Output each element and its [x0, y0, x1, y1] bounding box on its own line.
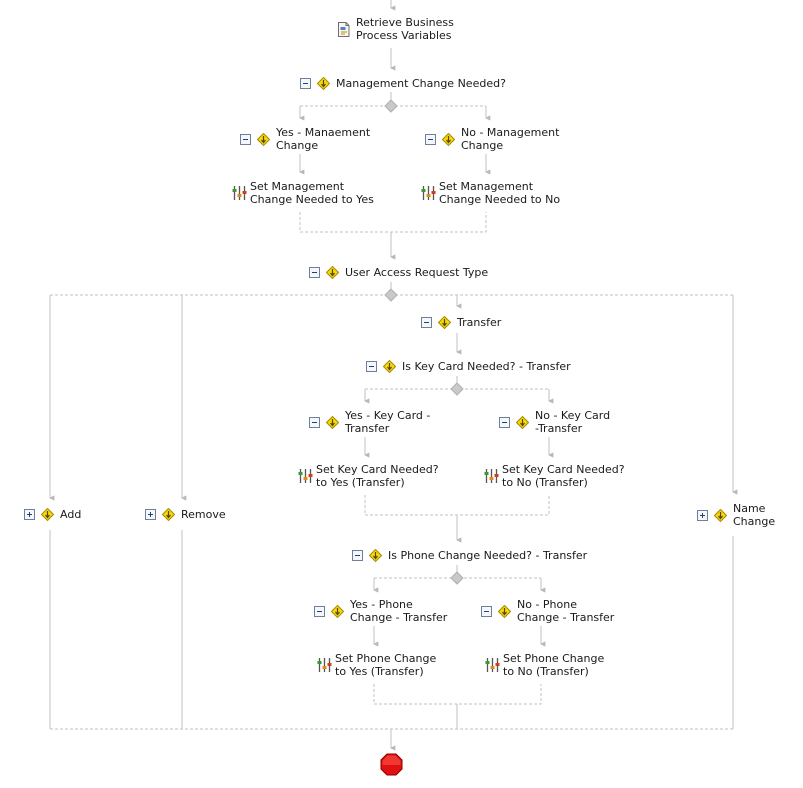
- phone-split-junction: [450, 571, 464, 585]
- set-variable-icon: [317, 658, 332, 672]
- decision-diamond-icon: [438, 316, 451, 329]
- set-key-card-no-label: Set Key Card Needed? to No (Transfer): [502, 463, 625, 489]
- key-card-yes-branch[interactable]: Yes - Key Card - Transfer: [309, 409, 430, 435]
- set-variable-icon: [232, 186, 247, 200]
- decision-diamond-icon: [326, 266, 339, 279]
- transfer-branch[interactable]: Transfer: [421, 316, 501, 329]
- phone-change-decision[interactable]: Is Phone Change Needed? - Transfer: [352, 549, 587, 562]
- collapse-minus-icon[interactable]: [425, 133, 436, 145]
- collapse-minus-icon[interactable]: [421, 317, 432, 328]
- decision-diamond-icon: [41, 508, 54, 521]
- set-variable-icon: [485, 658, 500, 672]
- key-card-yes-label: Yes - Key Card - Transfer: [345, 409, 431, 435]
- set-management-no-label: Set Management Change Needed to No: [439, 180, 561, 206]
- collapse-minus-icon[interactable]: [499, 416, 510, 428]
- key-card-label: Is Key Card Needed? - Transfer: [402, 360, 571, 373]
- management-change-decision[interactable]: Management Change Needed?: [300, 77, 506, 90]
- phone-yes-branch[interactable]: Yes - Phone Change - Transfer: [314, 598, 447, 624]
- collapse-minus-icon[interactable]: [314, 605, 325, 617]
- collapse-minus-icon[interactable]: [352, 550, 363, 561]
- transfer-label: Transfer: [457, 316, 502, 329]
- request-type-split-junction: [384, 288, 398, 302]
- set-key-card-no-activity[interactable]: Set Key Card Needed? to No (Transfer): [484, 463, 625, 489]
- stop-octagon-icon[interactable]: [380, 753, 403, 776]
- set-phone-yes-label: Set Phone Change to Yes (Transfer): [335, 652, 437, 678]
- set-key-card-yes-label: Set Key Card Needed? to Yes (Transfer): [316, 463, 439, 489]
- remove-branch[interactable]: Remove: [145, 508, 226, 521]
- key-card-split-junction: [450, 382, 464, 396]
- phone-no-label: No - Phone Change - Transfer: [517, 598, 615, 624]
- set-phone-no-label: Set Phone Change to No (Transfer): [503, 652, 605, 678]
- remove-label: Remove: [181, 508, 226, 521]
- name-change-branch[interactable]: Name Change: [697, 502, 775, 528]
- decision-diamond-icon: [162, 508, 175, 521]
- add-label: Add: [60, 508, 82, 521]
- retrieve-variables-step[interactable]: Retrieve Business Process Variables: [336, 16, 454, 42]
- collapse-minus-icon[interactable]: [366, 361, 377, 372]
- expand-plus-icon[interactable]: [24, 509, 35, 520]
- set-management-yes-activity[interactable]: Set Management Change Needed to Yes: [232, 180, 374, 206]
- key-card-decision[interactable]: Is Key Card Needed? - Transfer: [366, 360, 571, 373]
- decision-diamond-icon: [714, 508, 727, 522]
- management-no-label: No - Management Change: [461, 126, 560, 152]
- collapse-minus-icon[interactable]: [240, 133, 251, 145]
- set-variable-icon: [484, 469, 499, 483]
- set-phone-no-activity[interactable]: Set Phone Change to No (Transfer): [485, 652, 604, 678]
- phone-yes-label: Yes - Phone Change - Transfer: [350, 598, 448, 624]
- management-change-label: Management Change Needed?: [336, 77, 506, 90]
- set-management-no-activity[interactable]: Set Management Change Needed to No: [421, 180, 560, 206]
- decision-diamond-icon: [369, 549, 382, 562]
- key-card-no-branch[interactable]: No - Key Card -Transfer: [499, 409, 610, 435]
- expand-plus-icon[interactable]: [697, 509, 708, 521]
- management-split-junction: [384, 99, 398, 113]
- set-variable-icon: [298, 469, 313, 483]
- key-card-no-label: No - Key Card -Transfer: [535, 409, 611, 435]
- decision-diamond-icon: [383, 360, 396, 373]
- retrieve-variables-label: Retrieve Business Process Variables: [356, 16, 454, 42]
- decision-diamond-icon: [498, 604, 511, 618]
- management-yes-label: Yes - Manaement Change: [276, 126, 371, 152]
- decision-diamond-icon: [326, 415, 339, 429]
- phone-no-branch[interactable]: No - Phone Change - Transfer: [481, 598, 614, 624]
- set-phone-yes-activity[interactable]: Set Phone Change to Yes (Transfer): [317, 652, 436, 678]
- collapse-minus-icon[interactable]: [300, 78, 311, 89]
- decision-diamond-icon: [331, 604, 344, 618]
- decision-diamond-icon: [257, 132, 270, 146]
- decision-diamond-icon: [516, 415, 529, 429]
- set-management-yes-label: Set Management Change Needed to Yes: [250, 180, 374, 206]
- set-key-card-yes-activity[interactable]: Set Key Card Needed? to Yes (Transfer): [298, 463, 439, 489]
- expand-plus-icon[interactable]: [145, 509, 156, 520]
- set-variable-icon: [421, 186, 436, 200]
- decision-diamond-icon: [442, 132, 455, 146]
- phone-change-label: Is Phone Change Needed? - Transfer: [388, 549, 588, 562]
- collapse-minus-icon[interactable]: [481, 605, 492, 617]
- management-no-branch[interactable]: No - Management Change: [425, 126, 559, 152]
- retrieve-document-icon: [338, 21, 350, 37]
- request-type-label: User Access Request Type: [345, 266, 489, 279]
- collapse-minus-icon[interactable]: [309, 267, 320, 278]
- name-change-label: Name Change: [733, 502, 776, 528]
- management-yes-branch[interactable]: Yes - Manaement Change: [240, 126, 370, 152]
- request-type-decision[interactable]: User Access Request Type: [309, 266, 488, 279]
- add-branch[interactable]: Add: [24, 508, 81, 521]
- decision-diamond-icon: [317, 77, 330, 90]
- collapse-minus-icon[interactable]: [309, 416, 320, 428]
